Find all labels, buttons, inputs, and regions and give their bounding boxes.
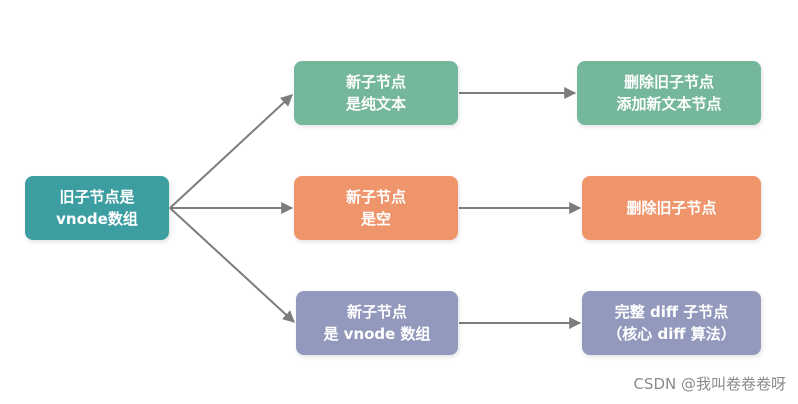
node-label: 完整 diff 子节点 — [614, 303, 729, 321]
node-label: （核心 diff 算法） — [607, 325, 736, 343]
edge-root-to-text — [169, 94, 293, 209]
node-old-children-vnode-array: 旧子节点是 vnode数组 — [25, 176, 169, 240]
node-label: 删除旧子节点 — [623, 73, 714, 91]
node-new-children-text: 新子节点 是纯文本 — [294, 61, 458, 125]
node-result-empty: 删除旧子节点 — [582, 176, 761, 240]
node-result-text: 删除旧子节点 添加新文本节点 — [577, 61, 761, 125]
node-new-children-vnode-array: 新子节点 是 vnode 数组 — [296, 291, 458, 355]
node-result-full-diff: 完整 diff 子节点 （核心 diff 算法） — [582, 291, 761, 355]
node-label: 新子节点 — [345, 188, 406, 206]
node-label: 新子节点 — [346, 303, 407, 321]
node-label: 是 vnode 数组 — [323, 325, 431, 343]
node-label: 新子节点 — [345, 73, 406, 91]
node-label: 添加新文本节点 — [616, 95, 722, 113]
node-label: 是空 — [360, 210, 391, 228]
node-label: 旧子节点是 — [59, 188, 135, 206]
node-label: vnode数组 — [56, 210, 138, 228]
node-label: 删除旧子节点 — [626, 199, 717, 217]
node-label: 是纯文本 — [345, 95, 406, 113]
node-new-children-empty: 新子节点 是空 — [294, 176, 458, 240]
watermark: CSDN @我叫卷卷卷呀 — [633, 375, 786, 393]
edge-root-to-array — [169, 207, 295, 323]
